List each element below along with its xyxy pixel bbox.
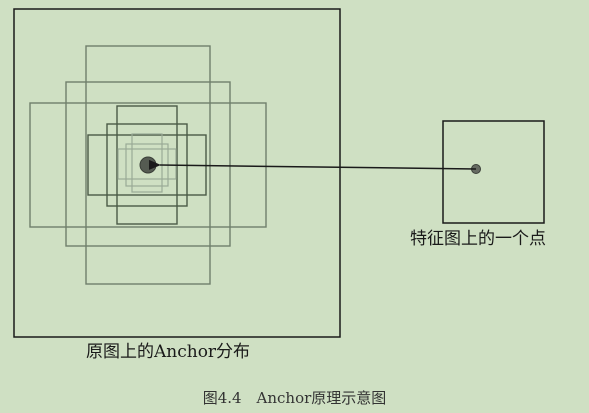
anchor-center-dot-icon bbox=[139, 156, 157, 174]
figure-caption: 图4.4 Anchor原理示意图 bbox=[202, 389, 387, 407]
anchor-box-small-tall bbox=[131, 133, 163, 193]
anchor-box-large-wide bbox=[29, 102, 267, 228]
feature-map-frame bbox=[442, 120, 545, 224]
anchor-box-large-square bbox=[65, 81, 231, 247]
feature-map-label: 特征图上的一个点 bbox=[410, 229, 546, 249]
mapping-arrow-icon bbox=[148, 159, 477, 170]
anchor-box-small-wide bbox=[117, 148, 177, 180]
original-image-label: 原图上的Anchor分布 bbox=[86, 342, 251, 362]
original-image-frame bbox=[13, 8, 341, 338]
